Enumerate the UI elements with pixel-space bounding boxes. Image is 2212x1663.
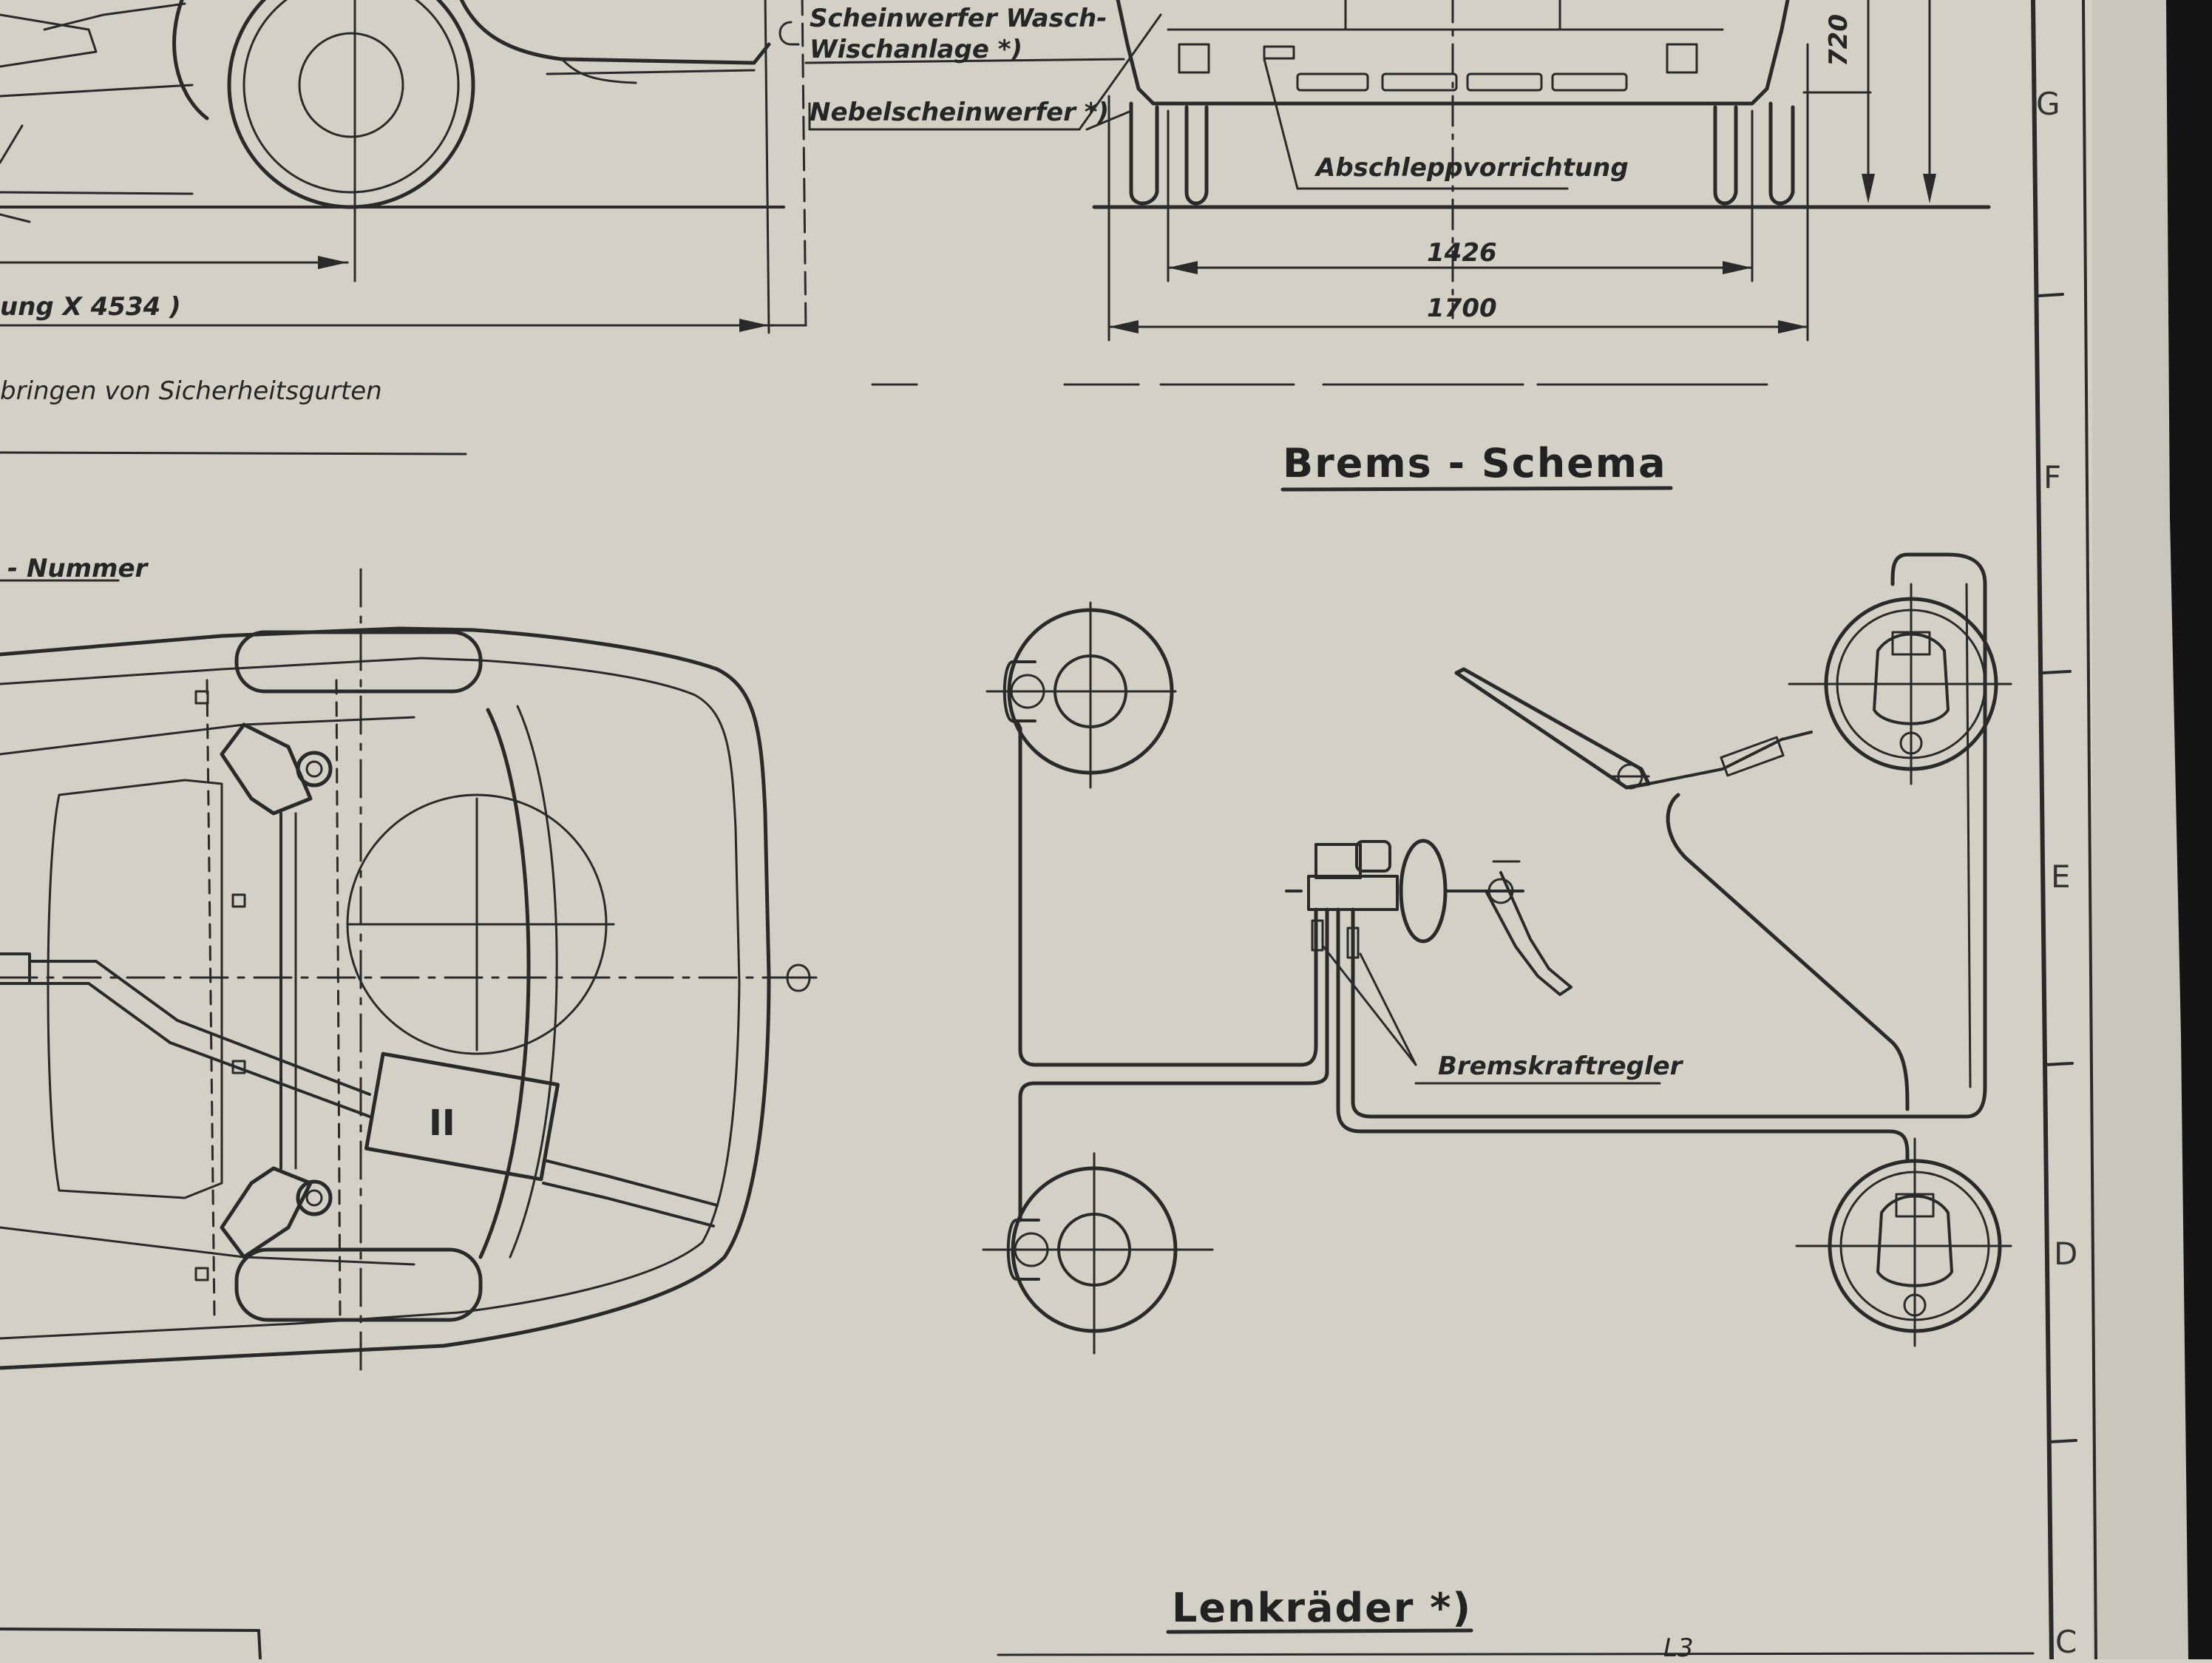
steering-section bbox=[0, 1628, 2035, 1659]
steering-wheels-title: Lenkräder *) bbox=[1172, 1585, 1473, 1631]
number-label: - Nummer bbox=[7, 554, 148, 583]
fog-lamp-label: Nebelscheinwerfer *) bbox=[810, 98, 1110, 127]
dimension-track: 1426 bbox=[1427, 238, 1497, 268]
zone-letter-f: F bbox=[2043, 459, 2062, 495]
drawing-border bbox=[2031, 0, 2097, 1659]
zone-letter-c: C bbox=[2055, 1624, 2077, 1660]
headlamp-washer-label: Scheinwerfer Wasch- bbox=[810, 4, 1107, 33]
front-left-disc-brake bbox=[985, 601, 1177, 789]
zone-letter-e: E bbox=[2051, 858, 2071, 895]
rear-axle-mark: II bbox=[429, 1103, 455, 1144]
steering-variant-label: L3 bbox=[1663, 1633, 1694, 1663]
zone-letter-g: G bbox=[2036, 86, 2060, 122]
zone-letter-d: D bbox=[2054, 1236, 2078, 1272]
brake-schema-underline bbox=[1280, 486, 1673, 492]
towing-device-label: Abschleppvorrichtung bbox=[1316, 153, 1629, 183]
brake-diagram bbox=[982, 552, 2012, 1355]
brake-lines bbox=[1011, 552, 1987, 1222]
section-separator bbox=[0, 383, 1768, 455]
brake-regulator-label: Bremskraftregler bbox=[1438, 1051, 1683, 1081]
rear-left-disc-brake bbox=[982, 1152, 1214, 1355]
side-view-car bbox=[0, 0, 1162, 334]
dimension-height: 720 bbox=[1824, 14, 1853, 67]
brake-schema-title: Brems - Schema bbox=[1283, 440, 1667, 487]
dark-background bbox=[2166, 0, 2212, 1659]
dimension-width: 1700 bbox=[1427, 294, 1497, 323]
right-drum-brake-bottom bbox=[1795, 1137, 2012, 1347]
front-view-car bbox=[1085, 0, 1991, 342]
headlamp-washer-label-cont: Wischanlage *) bbox=[810, 35, 1023, 64]
handbrake-lever bbox=[1454, 667, 1813, 790]
drawing-reference: ung X 4534 ) bbox=[0, 292, 181, 322]
brake-booster-pedal bbox=[1285, 839, 1573, 996]
brake-regulator-leaders bbox=[1311, 919, 1661, 1085]
seatbelt-note: bringen von Sicherheitsgurten bbox=[0, 376, 382, 406]
top-view-car bbox=[0, 568, 822, 1377]
